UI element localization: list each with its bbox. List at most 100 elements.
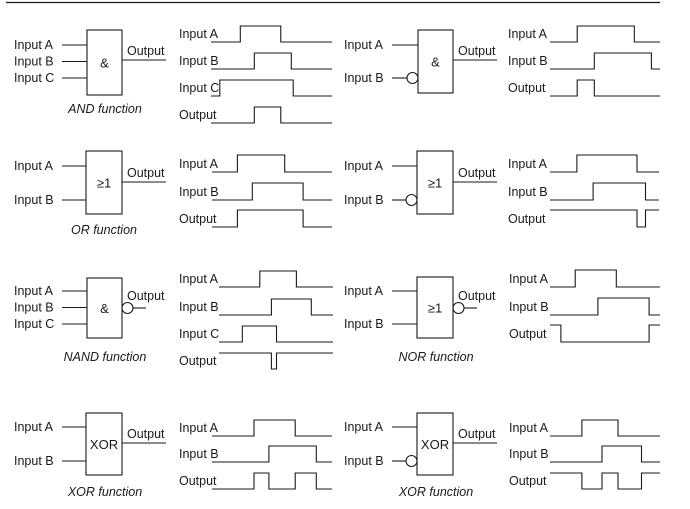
waveform-input-b: [212, 445, 332, 463]
gate-body: [86, 29, 123, 96]
gate-symbol: ≥1: [428, 176, 442, 191]
timing-label-input-a: Input A: [179, 421, 219, 435]
gate-symbol: XOR: [90, 437, 118, 452]
gate-input-label-b: Input B: [14, 193, 54, 207]
gate-input-label-a: Input A: [14, 420, 54, 434]
timing-nor: Input A Input B Output: [509, 269, 660, 343]
gate-caption: NOR function: [398, 350, 473, 364]
timing-label-output: Output: [179, 108, 217, 122]
timing-label-input-a: Input A: [508, 27, 548, 41]
gate-output-label: Output: [458, 289, 496, 303]
waveform-input-c: [211, 79, 332, 97]
inversion-bubble: [121, 301, 134, 315]
gate-caption: OR function: [71, 223, 137, 237]
timing-and-inv-b: Input A Input B Output: [508, 25, 660, 97]
timing-label-input-a: Input A: [179, 27, 219, 41]
timing-label-input-b: Input B: [509, 300, 549, 314]
timing-label-input-a: Input A: [179, 157, 219, 171]
waveform-input-a: [212, 154, 332, 173]
gate-input-label-a: Input A: [14, 284, 54, 298]
inversion-bubble: [406, 71, 419, 85]
timing-label-input-a: Input A: [179, 272, 219, 286]
waveform-input-b: [219, 298, 333, 316]
timing-label-output: Output: [509, 474, 547, 488]
timing-label-output: Output: [179, 474, 217, 488]
gate-caption: XOR function: [398, 485, 473, 499]
gate-caption: AND function: [67, 102, 142, 116]
timing-or: Input A Input B Output: [179, 154, 332, 228]
waveform-input-b: [211, 52, 332, 70]
timing-label-input-a: Input A: [508, 157, 548, 171]
gate-input-label-b: Input B: [344, 454, 384, 468]
gate-input-label-a: Input A: [344, 38, 384, 52]
timing-label-output: Output: [508, 81, 546, 95]
waveform-input-a: [550, 419, 660, 437]
gate-symbol: ≥1: [428, 301, 442, 316]
waveform-input-b: [550, 445, 660, 463]
waveform-output: [550, 472, 660, 490]
gate-or: ≥1 Input A Input B Output OR function: [14, 150, 166, 237]
gate-caption: XOR function: [67, 485, 142, 499]
timing-label-output: Output: [179, 354, 217, 368]
gate-output-label: Output: [458, 166, 496, 180]
waveform-input-a: [211, 25, 332, 43]
waveform-output: [550, 79, 660, 97]
gate-input-label-c: Input C: [14, 71, 54, 85]
waveform-output: [550, 209, 659, 228]
timing-label-input-b: Input B: [179, 185, 219, 199]
gate-input-label-a: Input A: [344, 159, 384, 173]
timing-label-input-a: Input A: [509, 421, 549, 435]
gate-symbol: &: [431, 55, 440, 70]
timing-or-inv-b: Input A Input B Output: [508, 154, 659, 228]
timing-label-input-a: Input A: [509, 272, 549, 286]
gate-output-label: Output: [127, 289, 165, 303]
timing-label-output: Output: [509, 327, 547, 341]
waveform-input-a: [550, 25, 660, 43]
timing-label-input-b: Input B: [179, 54, 219, 68]
timing-xor: Input A Input B Output: [179, 419, 332, 490]
timing-label-input-b: Input B: [179, 447, 219, 461]
waveform-input-b: [550, 297, 660, 316]
gate-input-label-b: Input B: [14, 55, 54, 69]
timing-label-input-b: Input B: [509, 447, 549, 461]
gate-input-label-a: Input A: [14, 159, 54, 173]
timing-label-input-b: Input B: [508, 54, 548, 68]
timing-label-input-b: Input B: [508, 185, 548, 199]
gate-input-label-b: Input B: [344, 317, 384, 331]
waveform-input-b: [212, 182, 332, 201]
timing-label-input-c: Input C: [179, 327, 219, 341]
gate-caption: NAND function: [64, 350, 147, 364]
timing-label-output: Output: [179, 212, 217, 226]
waveform-input-a: [219, 270, 333, 288]
timing-label-input-c: Input C: [179, 81, 219, 95]
gate-body: [417, 29, 454, 94]
waveform-output: [212, 209, 332, 228]
waveform-input-a: [550, 154, 659, 173]
gate-symbol: ≥1: [97, 176, 111, 191]
inversion-bubble: [405, 193, 418, 207]
waveform-input-c: [219, 325, 333, 343]
gate-output-label: Output: [458, 427, 496, 441]
waveform-input-a: [550, 269, 660, 288]
timing-label-output: Output: [508, 212, 546, 226]
gate-output-label: Output: [127, 166, 165, 180]
timing-and: Input A Input B Input C Output: [179, 25, 332, 124]
gate-input-label-a: Input A: [344, 284, 384, 298]
waveform-output: [212, 472, 332, 490]
gate-input-label-a: Input A: [14, 38, 54, 52]
gate-input-label-b: Input B: [14, 301, 54, 315]
gate-symbol: &: [100, 56, 109, 71]
gate-symbol: &: [100, 301, 109, 316]
gate-output-label: Output: [127, 44, 165, 58]
timing-xor-inv-b: Input A Input B Output: [509, 419, 660, 490]
gate-body: [416, 412, 454, 476]
gate-output-label: Output: [127, 427, 165, 441]
